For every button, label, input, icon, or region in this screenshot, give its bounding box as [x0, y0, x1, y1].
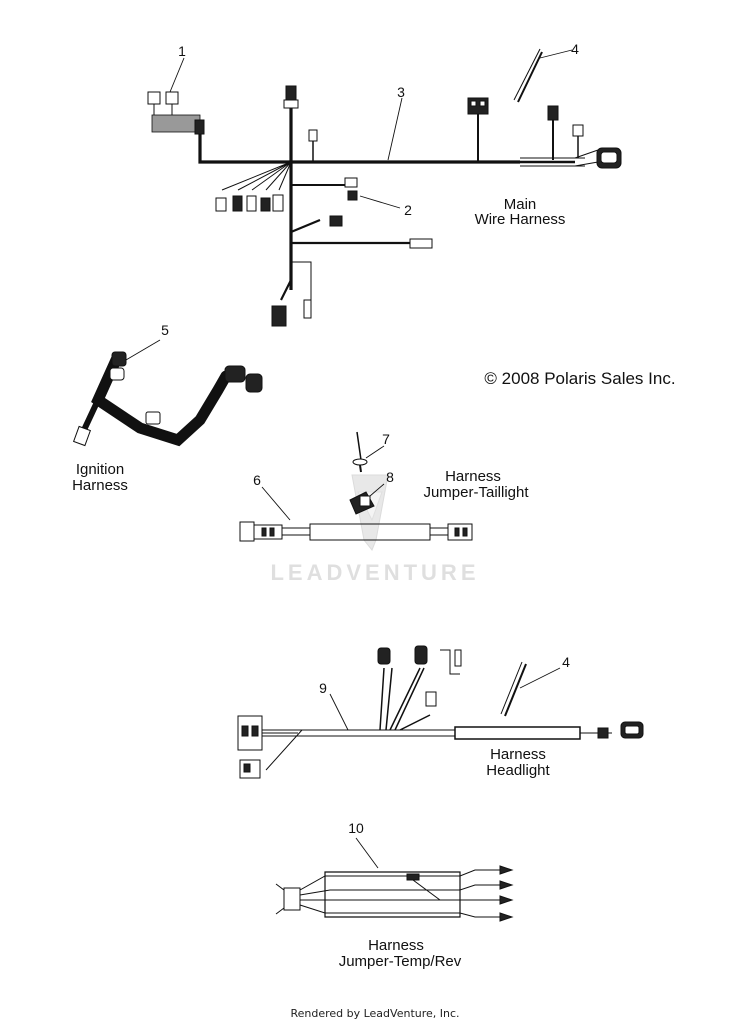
callout-7: 7: [382, 431, 390, 447]
main-wire-harness: [147, 48, 622, 327]
side-connector: [409, 238, 433, 249]
battery-connector: [329, 215, 343, 227]
copyright-text: © 2008 Polaris Sales Inc.: [484, 369, 675, 388]
taillight-label-line1: Harness: [445, 468, 501, 485]
taillight-connector-left: [239, 521, 255, 542]
taillight-connector-right: [447, 523, 473, 541]
callout-5: 5: [161, 322, 169, 338]
callout-6: 6: [253, 472, 261, 488]
main-harness-label-line1: Main: [504, 196, 537, 213]
footer-credit: Rendered by LeadVenture, Inc.: [290, 1007, 459, 1020]
taillight-label-line2: Jumper-Taillight: [423, 484, 529, 501]
harness-jumper-temp-rev: [275, 837, 514, 922]
main-harness-label-line2: Wire Harness: [475, 211, 566, 228]
headlight-main-wire: [262, 729, 455, 737]
watermark-text: LEADVENTURE: [270, 560, 479, 585]
temp-rev-connector: [283, 887, 301, 911]
headlight-label-line2: Headlight: [486, 762, 550, 779]
ignition-connector: [111, 351, 127, 367]
temp-rev-label-line2: Jumper-Temp/Rev: [339, 953, 462, 970]
lower-connector: [271, 305, 287, 327]
labels: 1 3 4 2 Main Wire Harness 5 © 2008 Polar…: [72, 41, 676, 1020]
main-trunk-wire: [198, 132, 520, 164]
headlight-bulb-connector-2: [414, 645, 428, 665]
callout-8: 8: [386, 469, 394, 485]
fuse-connector: [215, 197, 227, 212]
harness-jumper-taillight: [239, 431, 473, 542]
relay-block-connector: [151, 114, 201, 133]
callout-9: 9: [319, 680, 327, 696]
callout-4-main: 4: [571, 41, 579, 57]
cable-tie: [517, 51, 543, 103]
ignition-harness: [72, 339, 263, 447]
callout-1: 1: [178, 43, 186, 59]
callout-3: 3: [397, 84, 405, 100]
callout-4-headlight: 4: [562, 654, 570, 670]
ignition-label-line2: Harness: [72, 477, 128, 494]
headlight-cable-tie: [504, 663, 527, 717]
harness-headlight: [237, 645, 644, 779]
ignition-label-line1: Ignition: [76, 461, 124, 478]
temp-rev-sleeve: [324, 871, 461, 918]
callout-2: 2: [404, 202, 412, 218]
temp-rev-label-line1: Harness: [368, 937, 424, 954]
terminal-pin: [352, 458, 368, 466]
callout-10: 10: [348, 820, 364, 836]
headlight-bulb-connector-1: [377, 647, 391, 665]
taillight-sleeve: [309, 523, 431, 541]
headlight-label-line1: Harness: [490, 746, 546, 763]
